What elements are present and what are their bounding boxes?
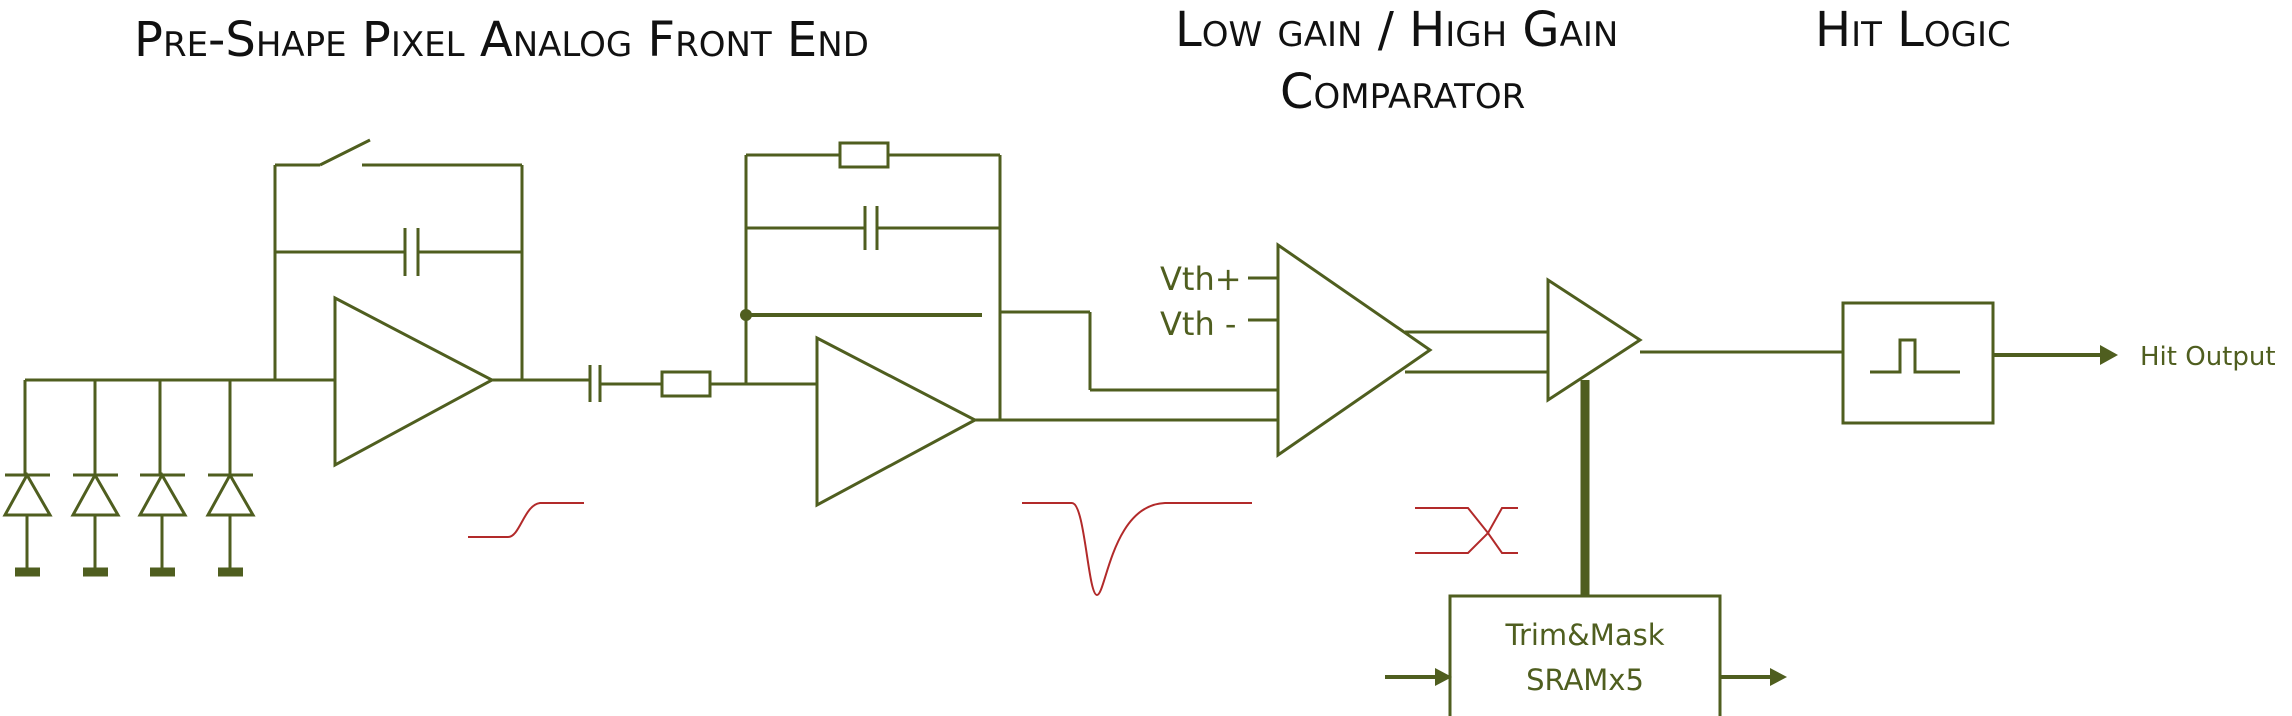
- arrow-icon: [1435, 668, 1452, 686]
- preamp-output-waveform: [468, 502, 584, 538]
- comparator-triangle: [1276, 242, 1433, 458]
- coupling-network: [588, 365, 817, 402]
- trim-mask-sram: Trim&Mask SRAMx5: [1385, 594, 1787, 716]
- charge-preamplifier: [273, 138, 590, 468]
- sram-box: [1448, 594, 1722, 716]
- arrow-icon: [1770, 668, 1787, 686]
- comparator-output-waveform: [1415, 507, 1518, 554]
- gain-select-triangle: [1546, 277, 1643, 403]
- hit-logic-box: [1841, 301, 1995, 425]
- vth-plus-label: Vth+: [1160, 260, 1242, 298]
- hit-logic-block: Hit Output: [1841, 301, 2276, 425]
- title-comparator-line1: Low gain / High Gain: [1175, 2, 1619, 58]
- diode: [205, 471, 256, 577]
- diode: [137, 471, 188, 577]
- feedback-resistor: [838, 141, 890, 169]
- diode: [2, 471, 53, 577]
- shaper-amplifier: [740, 141, 1278, 508]
- hit-output-label: Hit Output: [2140, 342, 2276, 372]
- sram-label-line2: SRAMx5: [1526, 663, 1644, 697]
- input-resistor: [660, 370, 712, 398]
- comparator: Vth+ Vth -: [1160, 242, 1548, 458]
- detector-diodes: [2, 378, 335, 577]
- shaper-triangle: [815, 335, 979, 508]
- title-comparator-line2: Comparator: [1280, 64, 1526, 120]
- shaper-output-waveform: [1022, 502, 1252, 597]
- arrow-icon: [2100, 345, 2118, 365]
- sram-label-line1: Trim&Mask: [1505, 618, 1665, 652]
- title-hit-logic: Hit Logic: [1815, 2, 2011, 58]
- title-frontend: Pre-Shape Pixel Analog Front End: [134, 12, 869, 68]
- preamp-triangle: [333, 295, 496, 468]
- pulse-icon: [1870, 338, 1960, 374]
- gain-select-comparator: [1546, 277, 1843, 596]
- diode: [70, 471, 121, 577]
- vth-minus-label: Vth -: [1160, 305, 1236, 343]
